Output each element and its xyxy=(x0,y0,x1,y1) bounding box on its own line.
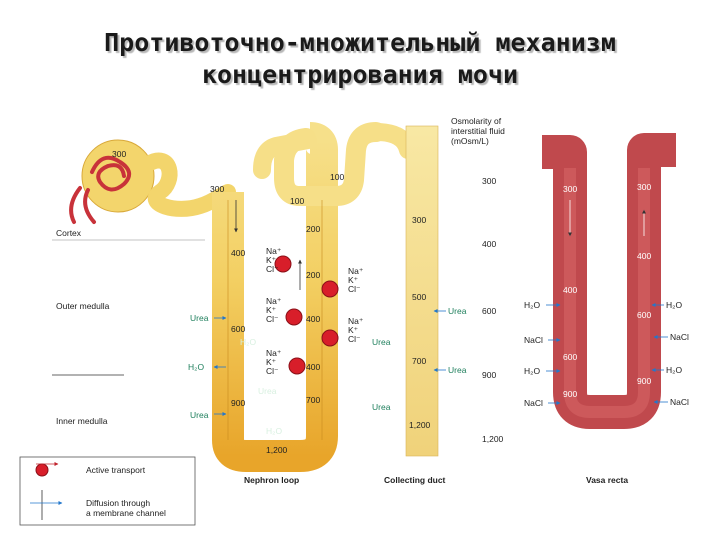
ion-k-5: K⁺ xyxy=(266,357,277,367)
nephron-value-glomerulus: 300 xyxy=(112,149,126,159)
pump-2 xyxy=(321,280,339,298)
collecting-duct xyxy=(367,123,439,457)
ion-na-1: Na⁺ xyxy=(266,246,282,256)
nephron-value-asc-700: 700 xyxy=(306,395,320,405)
urea-label-asc: Urea xyxy=(372,337,391,347)
scale-header-2: interstitial fluid xyxy=(451,126,505,136)
vasa-recta xyxy=(542,133,676,429)
zone-inner-medulla-label: Inner medulla xyxy=(56,416,108,426)
glomerulus xyxy=(69,155,132,224)
caption-vasa-recta: Vasa recta xyxy=(586,475,628,485)
ion-cl-3: Cl⁻ xyxy=(266,314,279,324)
ion-na-4: Na⁺ xyxy=(348,316,364,326)
water-label-desc-2: H₂O xyxy=(188,362,204,372)
pump-3 xyxy=(285,308,303,326)
zone-cortex-label: Cortex xyxy=(56,228,82,238)
nephron-value-asc-200b: 200 xyxy=(306,270,320,280)
cd-value-500: 500 xyxy=(412,292,426,302)
vr-water-left-2: H₂O xyxy=(524,366,540,376)
ion-k-2: K⁺ xyxy=(348,275,359,285)
cd-value-300: 300 xyxy=(412,215,426,225)
vr-water-right-2: H₂O xyxy=(666,365,682,375)
nephron-value-asc-400b: 400 xyxy=(306,362,320,372)
vr-water-left-1: H₂O xyxy=(524,300,540,310)
ion-k-1: K⁺ xyxy=(266,255,277,265)
cd-value-700: 700 xyxy=(412,356,426,366)
ion-k-3: K⁺ xyxy=(266,305,277,315)
nephron-value-asc-400: 400 xyxy=(306,314,320,324)
scale-header-1: Osmolarity of xyxy=(451,116,502,126)
scale-value-900: 900 xyxy=(482,370,496,380)
nephron-value-desc-600: 600 xyxy=(231,324,245,334)
water-label-bottom: H₂O xyxy=(266,426,282,436)
vr-nacl-left-2: NaCl xyxy=(524,398,543,408)
legend-diffusion-label-1: Diffusion through xyxy=(86,498,150,508)
urea-label-3: Urea xyxy=(190,410,209,420)
nephron-value-desc-400: 400 xyxy=(231,248,245,258)
water-label-desc-1: H₂O xyxy=(240,337,256,347)
vr-value-d900: 900 xyxy=(563,389,577,399)
cd-value-1200: 1,200 xyxy=(409,420,431,430)
pump-1 xyxy=(274,255,292,273)
ion-cl-5: Cl⁻ xyxy=(266,366,279,376)
vr-value-d300: 300 xyxy=(563,184,577,194)
scale-value-600: 600 xyxy=(482,306,496,316)
scale-value-400: 400 xyxy=(482,239,496,249)
caption-collecting-duct: Collecting duct xyxy=(384,475,446,485)
legend-box xyxy=(19,456,196,526)
vr-value-bottom: 1,200 xyxy=(596,434,618,444)
nephron-value-asc-200a: 200 xyxy=(306,224,320,234)
ion-na-5: Na⁺ xyxy=(266,348,282,358)
scale-value-300: 300 xyxy=(482,176,496,186)
title-line-2: концентрирования мочи xyxy=(201,60,519,89)
caption-nephron-loop: Nephron loop xyxy=(244,475,299,485)
zone-outer-medulla-label: Outer medulla xyxy=(56,301,110,311)
vr-value-a600: 600 xyxy=(637,310,651,320)
cd-urea-label-2: Urea xyxy=(448,365,467,375)
vr-nacl-left-1: NaCl xyxy=(524,335,543,345)
legend-active-label: Active transport xyxy=(86,465,146,475)
pump-5 xyxy=(288,357,306,375)
urea-label-cd-1: Urea xyxy=(372,402,391,412)
vr-value-d400: 400 xyxy=(563,285,577,295)
nephron-value-pct: 300 xyxy=(210,184,224,194)
ion-na-3: Na⁺ xyxy=(266,296,282,306)
bowman-capsule xyxy=(81,139,155,213)
legend-pump-icon xyxy=(35,463,49,477)
cd-urea-label-1: Urea xyxy=(448,306,467,316)
scale-value-1200: 1,200 xyxy=(482,434,504,444)
urea-label-1: Urea xyxy=(190,313,209,323)
scale-header-3: (mOsm/L) xyxy=(451,136,489,146)
loop-of-henle xyxy=(212,122,338,472)
ion-cl-1: Cl⁻ xyxy=(266,264,279,274)
vr-value-d600: 600 xyxy=(563,352,577,362)
title-line-1: Противоточно-множительный механизм xyxy=(104,28,616,57)
vr-water-right-1: H₂O xyxy=(666,300,682,310)
vr-nacl-right-2: NaCl xyxy=(670,397,689,407)
urea-label-2: Urea xyxy=(258,386,277,396)
connecting-tubule xyxy=(367,123,417,159)
legend: Active transport Diffusion through a mem… xyxy=(19,456,196,526)
nephron-value-desc-900: 900 xyxy=(231,398,245,408)
nephron-value-dct-100: 100 xyxy=(330,172,344,182)
ion-cl-2: Cl⁻ xyxy=(348,284,361,294)
vr-value-a400: 400 xyxy=(637,251,651,261)
collecting-duct-tube xyxy=(405,125,439,457)
ion-cl-4: Cl⁻ xyxy=(348,334,361,344)
active-transport-pumps xyxy=(274,255,339,375)
vr-value-a300: 300 xyxy=(637,182,651,192)
pump-4 xyxy=(321,329,339,347)
vr-nacl-right-1: NaCl xyxy=(670,332,689,342)
nephron-value-asc-100: 100 xyxy=(290,196,304,206)
vr-value-a900: 900 xyxy=(637,376,651,386)
ion-na-2: Na⁺ xyxy=(348,266,364,276)
nephron-value-bottom: 1,200 xyxy=(266,445,288,455)
legend-diffusion-label-2: a membrane channel xyxy=(86,508,166,518)
ion-k-4: K⁺ xyxy=(348,325,359,335)
pct-connector xyxy=(253,131,317,179)
vasa-recta-highlight xyxy=(564,168,650,418)
